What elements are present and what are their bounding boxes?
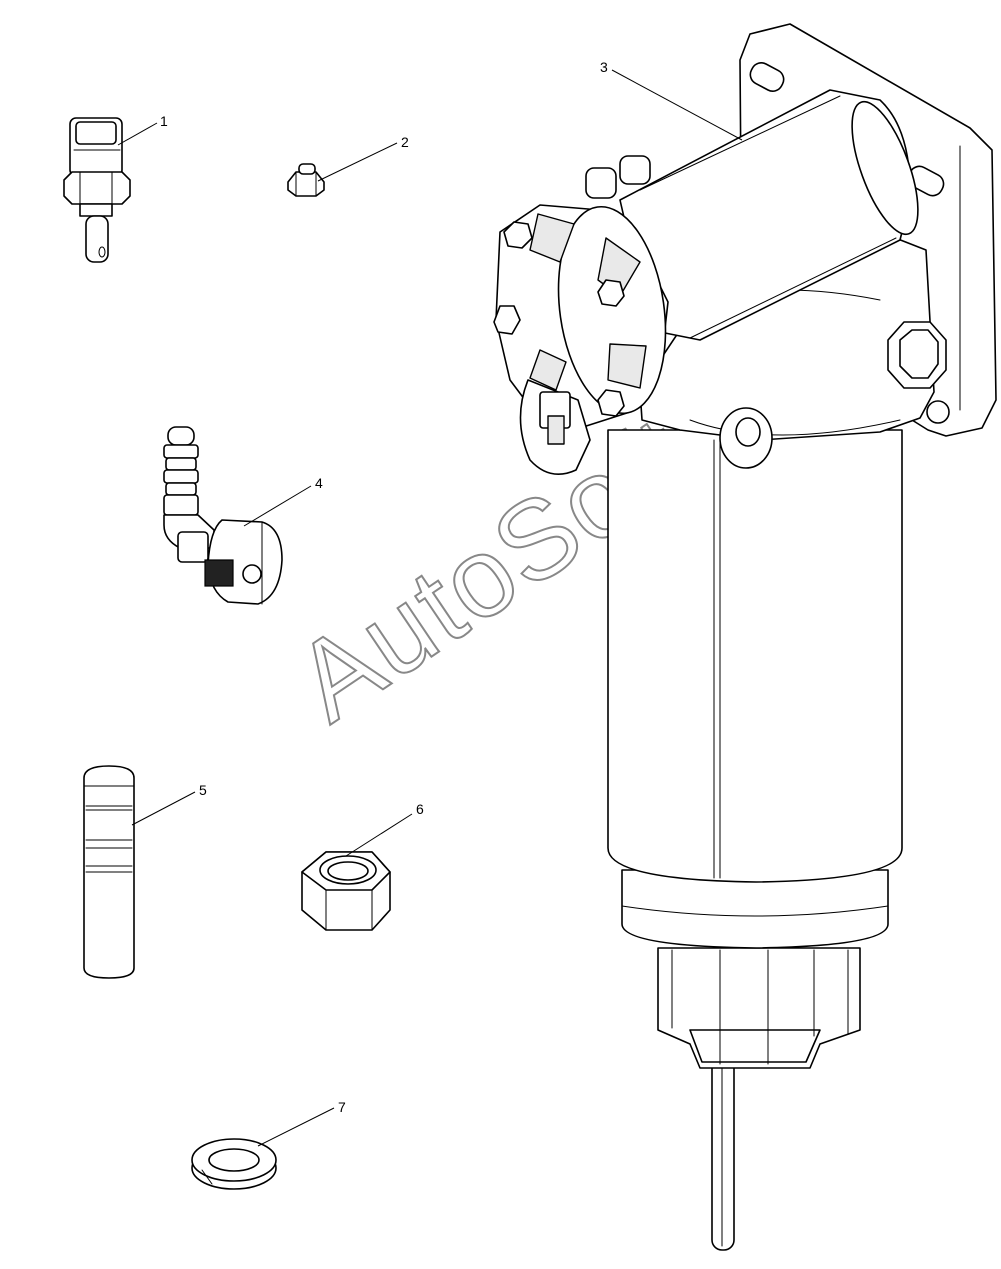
leader-5 (131, 791, 196, 826)
leader-6 (345, 813, 413, 857)
leader-3 (611, 69, 743, 141)
callout-4: 4 (315, 475, 323, 491)
part-3-filter-assembly (493, 23, 997, 1251)
part-1-sensor (63, 117, 131, 263)
part-4-connector (163, 426, 283, 605)
leader-7 (257, 1107, 335, 1147)
callout-1: 1 (160, 113, 168, 129)
leader-4 (243, 485, 312, 527)
callout-2: 2 (401, 134, 409, 150)
callout-7: 7 (338, 1099, 346, 1115)
leader-1 (117, 122, 158, 146)
callout-6: 6 (416, 801, 424, 817)
part-6-nut (301, 851, 391, 931)
part-7-washer (191, 1138, 277, 1190)
callout-3: 3 (600, 59, 608, 75)
leader-2 (317, 142, 398, 182)
part-2-plug (287, 163, 325, 197)
part-5-pin (83, 765, 135, 979)
callout-5: 5 (199, 782, 207, 798)
